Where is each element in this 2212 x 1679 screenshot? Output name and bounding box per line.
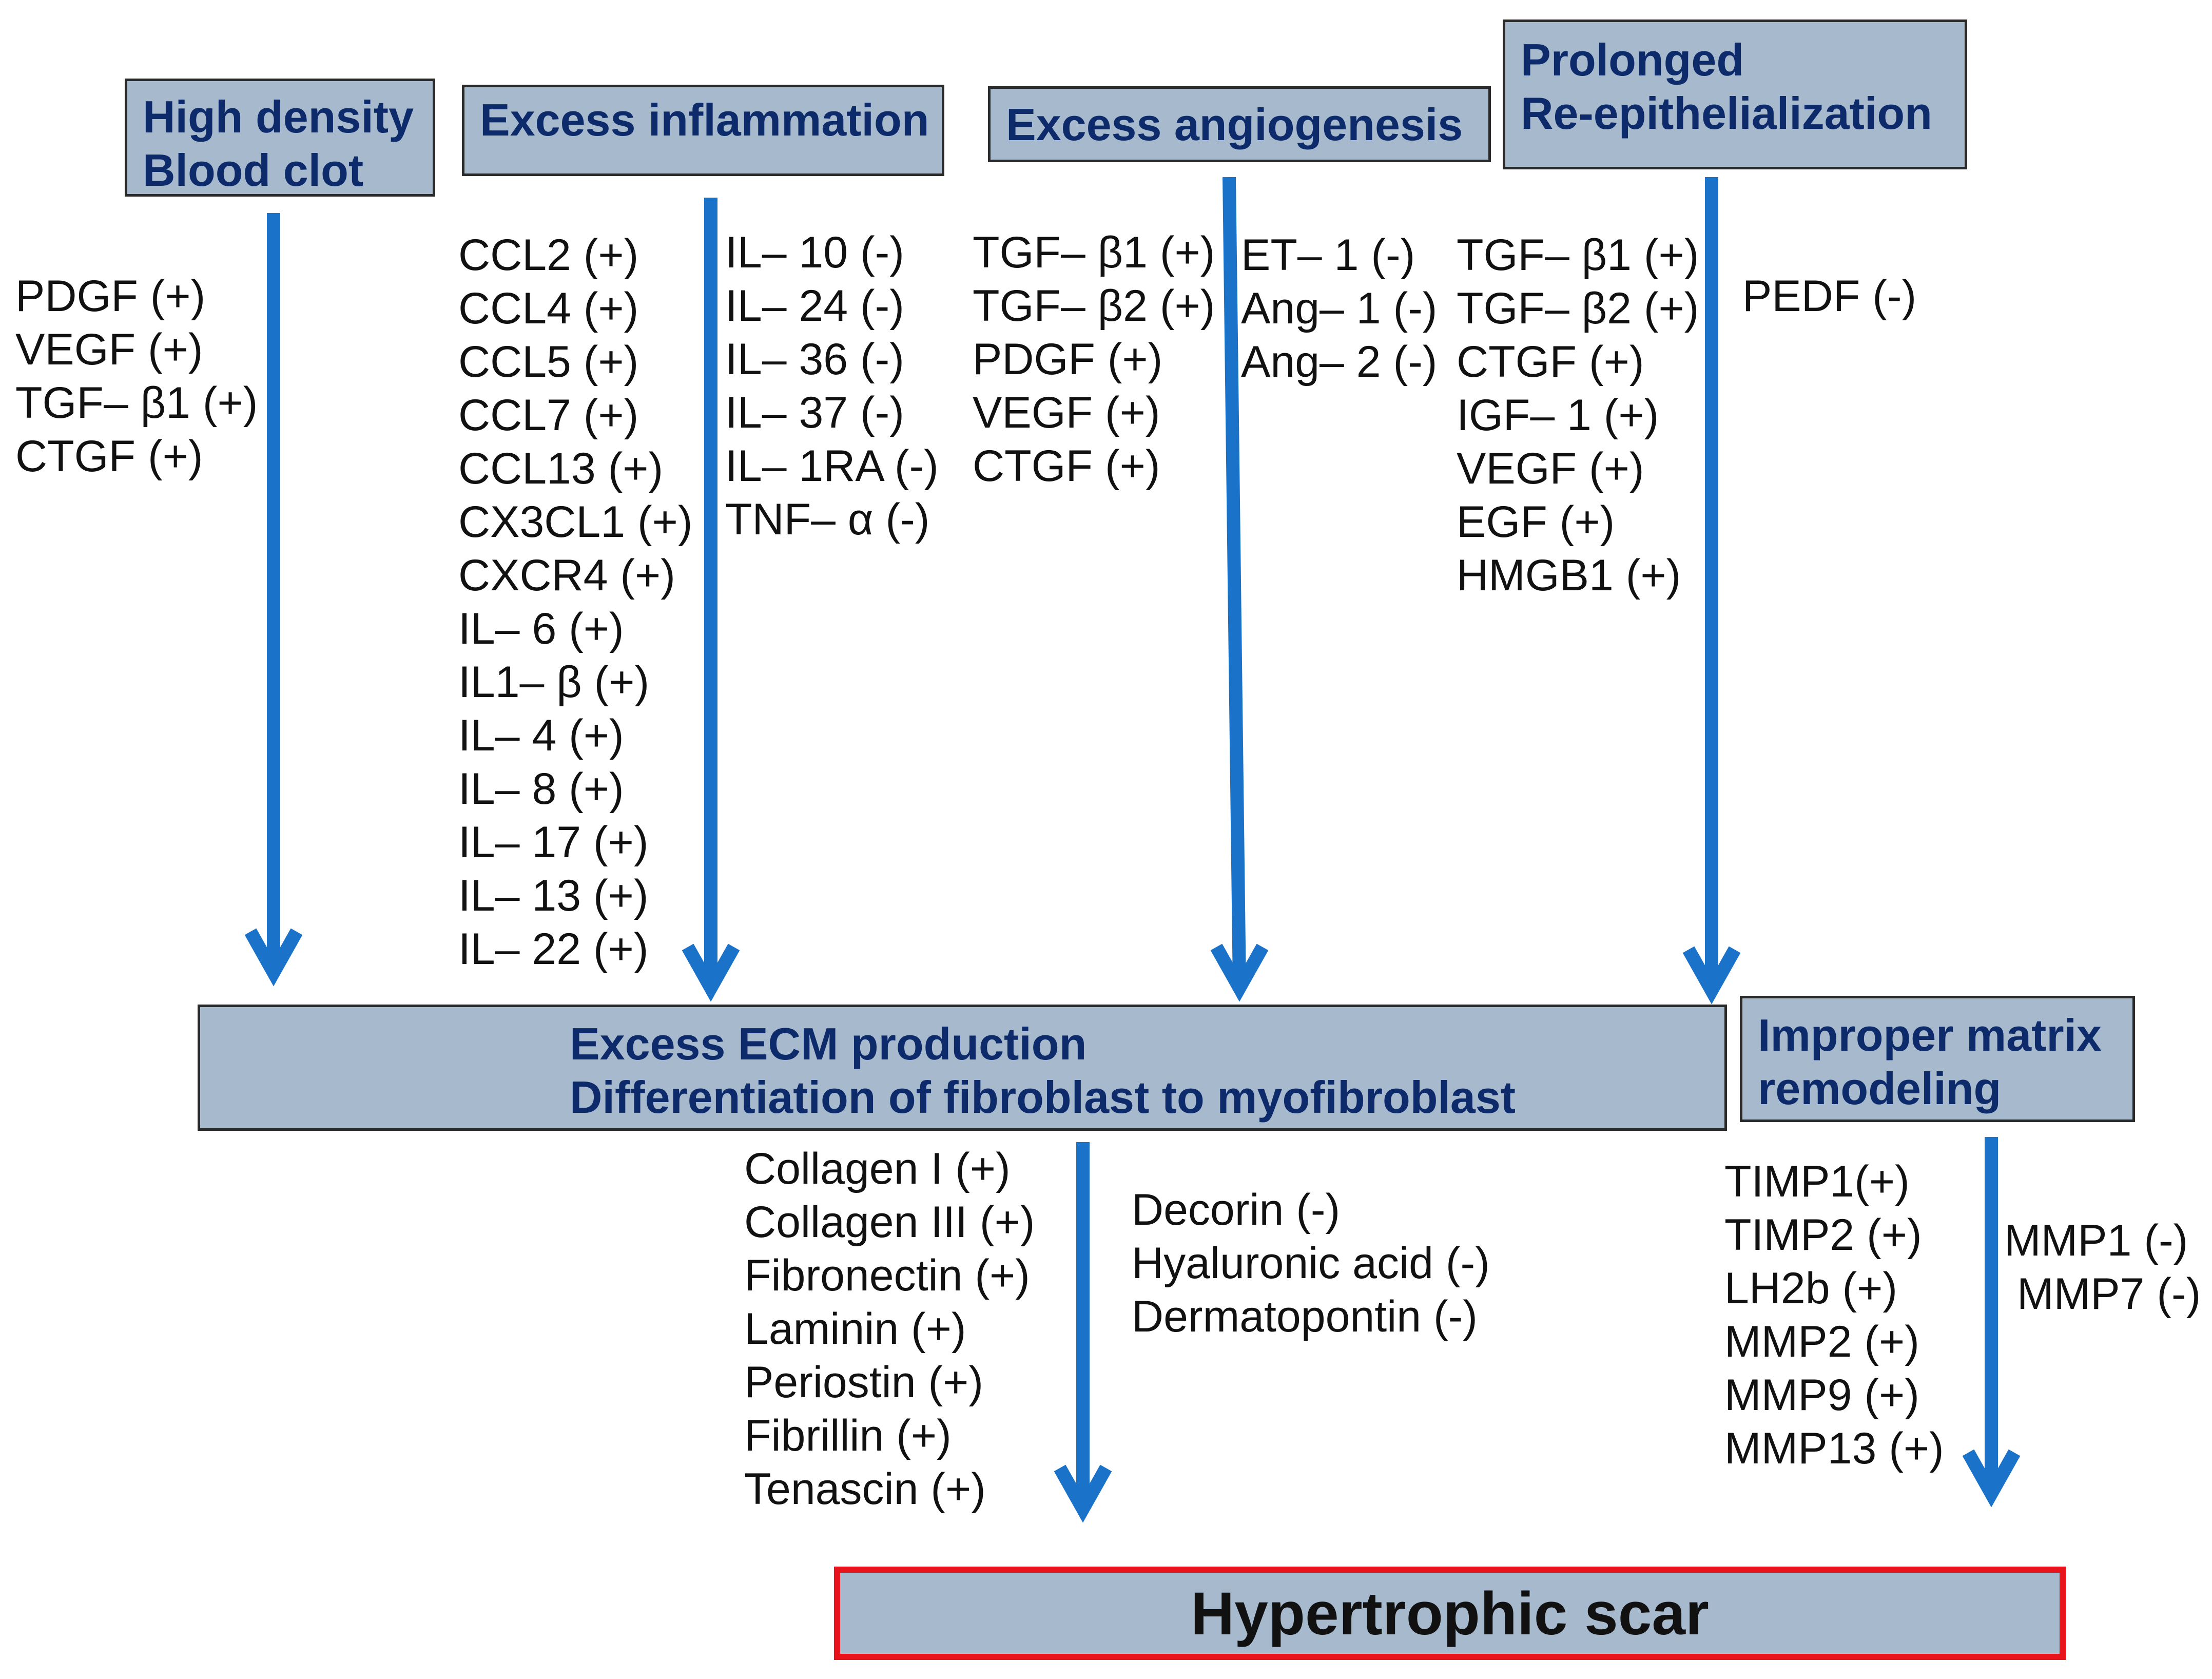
arrow-ecm-to-scar [1054,1142,1112,1523]
list-item: TGF– β1 (+) [973,228,1215,277]
list-item: Dermatopontin (-) [1132,1292,1478,1341]
box-ecm-line-1: Excess ECM production [570,1018,1087,1069]
list-item: IL– 10 (-) [725,228,904,277]
list-item: Collagen III (+) [744,1198,1035,1247]
list-item: TGF– β1 (+) [15,378,258,428]
list-angiogenesis-negative: ET– 1 (-) Ang– 1 (-) Ang– 2 (-) [1241,228,1437,389]
list-item: VEGF (+) [1457,444,1644,493]
list-item: Periostin (+) [744,1358,983,1407]
list-item: Ang– 2 (-) [1241,337,1438,387]
box-blood-clot-line-1: High density [143,91,414,142]
box-hypertrophic-scar: Hypertrophic scar [834,1567,2066,1660]
list-item: Ang– 1 (-) [1241,284,1438,333]
box-excess-angiogenesis: Excess angiogenesis [988,86,1491,162]
box-blood-clot: High density Blood clot [125,79,435,197]
list-item: IL– 13 (+) [458,871,649,920]
list-item: IL– 4 (+) [458,711,624,760]
list-item: PEDF (-) [1742,272,1917,321]
list-item: IL1– β (+) [458,658,650,707]
box-prolonged-line-1: Prolonged [1521,34,1744,85]
box-prolonged-reepithelialization: Prolonged Re-epithelialization [1503,20,1967,169]
list-item: IGF– 1 (+) [1457,391,1659,440]
list-item: Fibronectin (+) [744,1251,1030,1300]
box-ecm-line-2: Differentiation of fibroblast to myofibr… [570,1072,1516,1123]
list-item: Laminin (+) [744,1304,966,1354]
arrow-matrix-to-scar [1962,1137,2021,1508]
list-item: IL– 36 (-) [725,335,904,384]
list-item: MMP7 (-) [2017,1269,2201,1319]
box-prolonged-line-2: Re-epithelialization [1521,88,1932,139]
list-item: CCL4 (+) [458,284,639,333]
box-excess-angiogenesis-line-1: Excess angiogenesis [1006,99,1463,150]
arrow-clot-to-ecm [244,213,303,987]
list-item: IL– 1RA (-) [725,441,939,491]
list-item: IL– 8 (+) [458,764,624,814]
list-inflammation-positive: CCL2 (+) CCL4 (+) CCL5 (+) CCL7 (+) CCL1… [458,228,692,976]
box-improper-matrix-remodeling: Improper matrix remodeling [1740,996,2135,1122]
list-angiogenesis-positive: TGF– β1 (+) TGF– β2 (+) PDGF (+) VEGF (+… [973,226,1215,493]
list-item: CTGF (+) [973,441,1160,491]
list-item: Hyaluronic acid (-) [1132,1239,1490,1288]
list-item: EGF (+) [1457,497,1615,547]
list-item: Tenascin (+) [744,1464,986,1514]
list-item: MMP13 (+) [1724,1424,1944,1473]
list-item: CCL5 (+) [458,337,639,387]
list-item: TGF– β2 (+) [1457,284,1699,333]
list-item: IL– 6 (+) [458,604,624,653]
list-item: VEGF (+) [15,325,203,374]
list-item: PDGF (+) [973,335,1163,384]
arrow-inflammation-to-ecm [682,198,740,1002]
box-excess-inflammation: Excess inflammation [462,85,944,176]
list-item: ET– 1 (-) [1241,230,1415,280]
box-blood-clot-line-2: Blood clot [143,145,364,196]
list-item: MMP1 (-) [2004,1216,2188,1265]
box-excess-ecm-production: Excess ECM production Differentiation of… [198,1005,1727,1131]
list-item: CXCR4 (+) [458,551,675,600]
box-excess-inflammation-line-1: Excess inflammation [480,94,929,145]
arrow-angiogenesis-to-ecm [1210,177,1269,1002]
list-item: CCL13 (+) [458,444,664,493]
list-item: Collagen I (+) [744,1144,1011,1193]
box-matrix-line-2: remodeling [1758,1063,2002,1114]
list-clot-factors: PDGF (+) VEGF (+) TGF– β1 (+) CTGF (+) [15,269,258,483]
list-item: LH2b (+) [1724,1264,1897,1313]
list-ecm-positive: Collagen I (+) Collagen III (+) Fibronec… [744,1142,1035,1516]
list-item: Decorin (-) [1132,1185,1341,1234]
list-item: HMGB1 (+) [1457,551,1681,600]
list-item: CX3CL1 (+) [458,497,693,547]
list-item: MMP2 (+) [1724,1317,1919,1366]
list-item: IL– 22 (+) [458,924,649,974]
list-item: IL– 24 (-) [725,281,904,331]
list-item: TIMP1(+) [1724,1157,1910,1206]
list-item: IL– 17 (+) [458,818,649,867]
list-item: TNF– α (-) [725,495,930,544]
list-item: PDGF (+) [15,272,206,321]
list-reepithelialization-positive: TGF– β1 (+) TGF– β2 (+) CTGF (+) IGF– 1 … [1457,228,1699,602]
list-item: CCL2 (+) [458,230,639,280]
list-item: VEGF (+) [973,388,1160,437]
list-matrix-positive: TIMP1(+) TIMP2 (+) LH2b (+) MMP2 (+) MMP… [1724,1155,1944,1475]
list-item: TGF– β2 (+) [973,281,1215,331]
list-item: CTGF (+) [1457,337,1644,387]
box-matrix-line-1: Improper matrix [1758,1010,2102,1060]
list-item: Fibrillin (+) [744,1411,952,1460]
list-reepithelialization-negative: PEDF (-) [1742,269,1916,323]
box-final-label: Hypertrophic scar [1191,1580,1709,1648]
list-item: TIMP2 (+) [1724,1210,1922,1260]
list-item: TGF– β1 (+) [1457,230,1699,280]
list-item: IL– 37 (-) [725,388,904,437]
list-item: CCL7 (+) [458,391,639,440]
list-item: CTGF (+) [15,432,203,481]
list-ecm-negative: Decorin (-) Hyaluronic acid (-) Dermatop… [1132,1183,1490,1343]
list-inflammation-negative: IL– 10 (-) IL– 24 (-) IL– 36 (-) IL– 37 … [725,226,939,546]
arrow-reepithelialization-to-ecm [1682,177,1741,1005]
list-item: MMP9 (+) [1724,1371,1919,1420]
list-matrix-negative: MMP1 (-) MMP7 (-) [2004,1214,2201,1321]
